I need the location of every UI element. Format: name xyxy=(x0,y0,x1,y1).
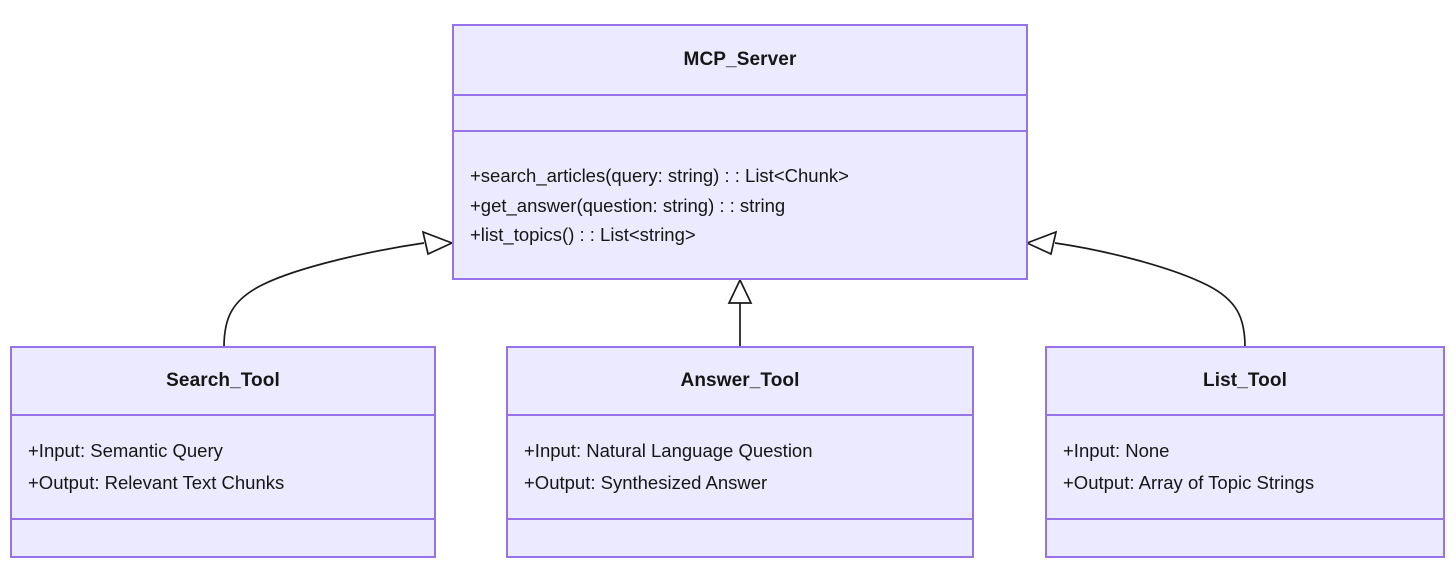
class-name-answer-tool: Answer_Tool xyxy=(680,370,800,391)
generalization-arrowhead-search-tool xyxy=(421,230,455,256)
class-methods-section-search-tool xyxy=(12,520,434,556)
class-name-mcp-server: MCP_Server xyxy=(683,49,797,70)
class-attributes-section-search-tool: +Input: Semantic Query +Output: Relevant… xyxy=(12,416,434,520)
class-box-mcp-server[interactable]: MCP_Server +search_articles(query: strin… xyxy=(452,24,1028,280)
class-title-row-list-tool: List_Tool xyxy=(1047,348,1443,416)
class-box-answer-tool[interactable]: Answer_Tool +Input: Natural Language Que… xyxy=(506,346,974,558)
class-title-row-mcp-server: MCP_Server xyxy=(454,26,1026,96)
class-methods-section-answer-tool xyxy=(508,520,972,556)
generalization-list-tool-to-mcp-server xyxy=(1024,230,1246,348)
class-attribute-answer-tool-output: +Output: Synthesized Answer xyxy=(524,471,768,493)
class-attributes-section-list-tool: +Input: None +Output: Array of Topic Str… xyxy=(1047,416,1443,520)
generalization-answer-tool-to-mcp-server xyxy=(727,278,753,346)
class-attribute-search-tool-output: +Output: Relevant Text Chunks xyxy=(28,471,285,493)
class-attributes-section-answer-tool: +Input: Natural Language Question +Outpu… xyxy=(508,416,972,520)
class-title-row-answer-tool: Answer_Tool xyxy=(508,348,972,416)
class-attribute-answer-tool-input: +Input: Natural Language Question xyxy=(524,440,813,461)
generalization-line-list-tool xyxy=(1054,242,1246,348)
class-attribute-search-tool-input: +Input: Semantic Query xyxy=(28,440,223,461)
class-attribute-list-tool-output: +Output: Array of Topic Strings xyxy=(1063,471,1315,493)
class-method-mcp-server-search-articles: +search_articles(query: string) : : List… xyxy=(470,165,849,187)
class-attributes-section-mcp-server xyxy=(454,96,1026,132)
generalization-arrowhead-answer-tool xyxy=(727,278,753,304)
class-name-search-tool: Search_Tool xyxy=(166,370,280,391)
class-title-row-search-tool: Search_Tool xyxy=(12,348,434,416)
class-method-mcp-server-get-answer: +get_answer(question: string) : : string xyxy=(470,194,786,216)
class-methods-section-mcp-server: +search_articles(query: string) : : List… xyxy=(454,132,1026,278)
class-attribute-list-tool-input: +Input: None xyxy=(1063,440,1170,461)
generalization-arrowhead-list-tool xyxy=(1024,230,1058,256)
generalization-search-tool-to-mcp-server xyxy=(223,230,455,348)
class-methods-section-list-tool xyxy=(1047,520,1443,556)
class-box-list-tool[interactable]: List_Tool +Input: None +Output: Array of… xyxy=(1045,346,1445,558)
class-name-list-tool: List_Tool xyxy=(1203,370,1287,391)
class-method-mcp-server-list-topics: +list_topics() : : List<string> xyxy=(470,224,696,246)
generalization-line-search-tool xyxy=(223,242,425,348)
class-box-search-tool[interactable]: Search_Tool +Input: Semantic Query +Outp… xyxy=(10,346,436,558)
